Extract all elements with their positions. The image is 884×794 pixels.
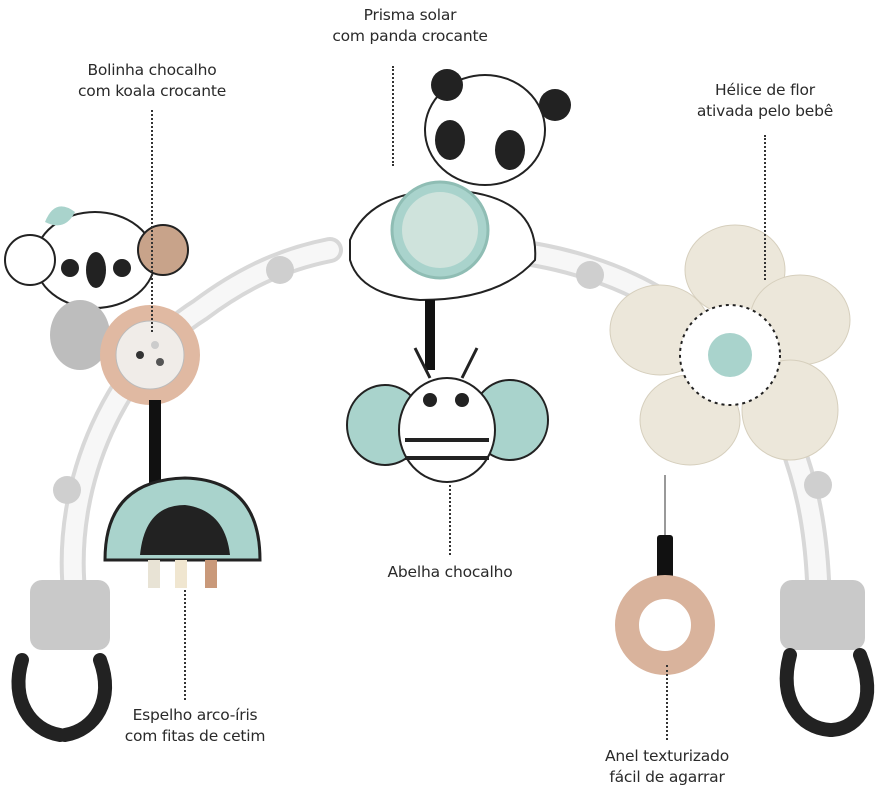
label-panda: Prisma solar com panda crocante <box>310 5 510 47</box>
label-flower-line2: ativada pelo bebê <box>696 102 834 120</box>
leader-line-flower <box>764 135 766 280</box>
label-mirror-line1: Espelho arco-íris <box>132 706 258 724</box>
left-clamp <box>11 580 112 742</box>
textured-ring <box>615 575 715 675</box>
leader-line-bee <box>449 485 451 555</box>
leader-line-koala <box>151 110 153 332</box>
label-bee-line1: Abelha chocalho <box>387 563 513 581</box>
joint-knob <box>576 261 604 289</box>
label-koala-line1: Bolinha chocalho <box>87 61 217 79</box>
label-panda-line2: com panda crocante <box>332 27 488 45</box>
label-panda-line1: Prisma solar <box>363 6 457 24</box>
joint-knob <box>266 256 294 284</box>
joint-knob <box>804 471 832 499</box>
bee-rattle <box>346 347 549 483</box>
rainbow-mirror <box>103 476 262 588</box>
label-ring-line1: Anel texturizado <box>604 747 730 765</box>
panda-prism <box>349 69 571 370</box>
joint-knob <box>53 476 81 504</box>
label-flower: Hélice de flor ativada pelo bebê <box>665 80 865 122</box>
flower-propeller <box>609 224 851 595</box>
label-koala: Bolinha chocalho com koala crocante <box>52 60 252 102</box>
label-koala-line2: com koala crocante <box>77 82 227 100</box>
koala-rattle <box>4 206 200 490</box>
leader-line-panda <box>392 66 394 166</box>
leader-line-ring <box>666 665 668 740</box>
label-flower-line1: Hélice de flor <box>715 81 815 99</box>
label-ring: Anel texturizado fácil de agarrar <box>567 746 767 788</box>
leader-line-mirror <box>184 590 186 700</box>
label-mirror: Espelho arco-íris com fitas de cetim <box>95 705 295 747</box>
label-ring-line2: fácil de agarrar <box>609 768 725 786</box>
label-mirror-line2: com fitas de cetim <box>124 727 266 745</box>
right-clamp <box>779 580 875 737</box>
label-bee: Abelha chocalho <box>350 562 550 583</box>
